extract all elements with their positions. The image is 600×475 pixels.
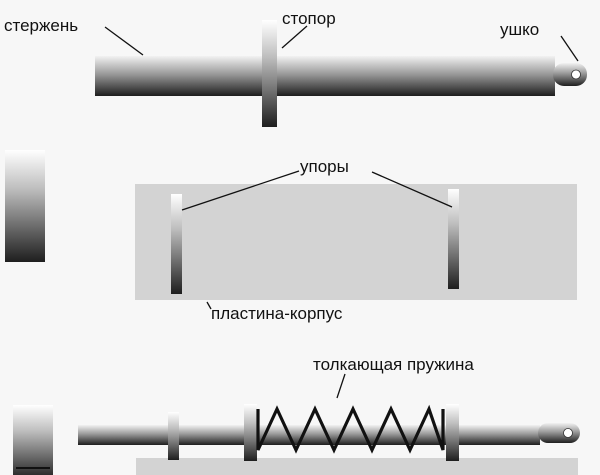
- plate-body-label: пластина-корпус: [211, 304, 343, 323]
- stopper-label: стопор: [282, 9, 336, 28]
- rod-label: стержень: [4, 16, 78, 35]
- bottom-collar: [168, 412, 179, 460]
- rod-assembly: [95, 20, 587, 127]
- stops-label: упоры: [300, 157, 349, 176]
- bottom-rod: [78, 425, 540, 445]
- bottom-plate: [136, 458, 578, 475]
- stops-leader-right: [371, 171, 453, 208]
- bottom-eye: [538, 423, 580, 443]
- plate-assembly: [135, 184, 577, 300]
- stopper: [262, 20, 277, 127]
- bottom-stopper-block: [13, 405, 53, 475]
- spring-stop-left: [244, 404, 257, 461]
- push-spring-label: толкающая пружина: [313, 355, 474, 374]
- stop-right: [448, 189, 459, 289]
- eye: [553, 63, 587, 86]
- stopper-separate: [5, 150, 45, 262]
- rod: [95, 56, 555, 96]
- bottom-assembly: [13, 404, 580, 475]
- stop-left: [171, 194, 182, 294]
- plate-leader-line: [206, 301, 212, 310]
- plate-body: [135, 184, 577, 300]
- push-spring: [256, 404, 445, 454]
- eye-leader-line: [560, 35, 579, 62]
- eye-label: ушко: [500, 20, 539, 39]
- spring-leader-line: [336, 373, 346, 399]
- spring-stop-right: [446, 404, 459, 461]
- stops-leader-left: [181, 170, 300, 211]
- rod-leader-line: [104, 26, 144, 56]
- stopper-leader-line: [281, 25, 308, 49]
